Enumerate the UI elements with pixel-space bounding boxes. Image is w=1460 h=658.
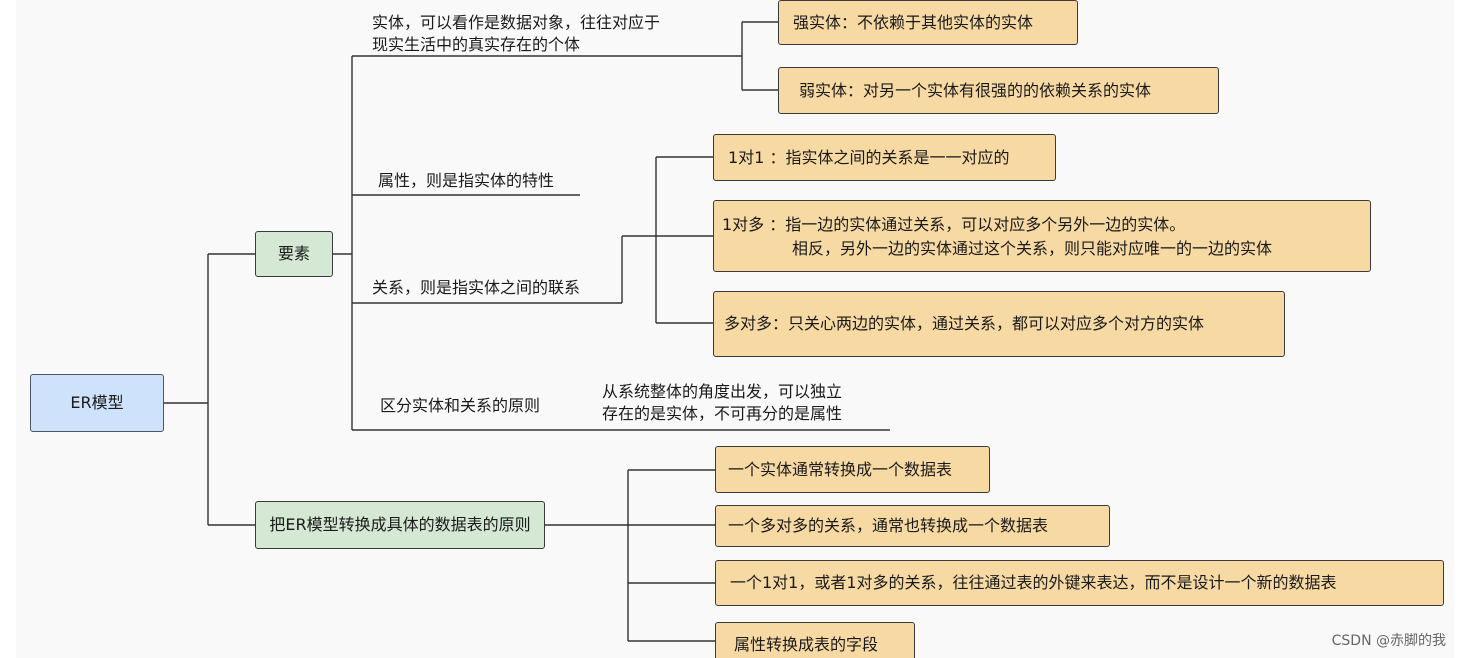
rule-1-label: 一个实体通常转换成一个数据表 [728, 459, 953, 479]
entity-text-line1: 实体，可以看作是数据对象，往往对应于 [372, 13, 661, 32]
watermark-text: CSDN @赤脚的我 [1331, 633, 1446, 649]
distinguish-detail-line2: 存在的是实体，不可再分的是属性 [602, 404, 843, 423]
branch-node-elements[interactable]: 要素 [255, 231, 333, 277]
rule-4-label: 属性转换成表的字段 [734, 635, 879, 654]
distinguish-detail-line1: 从系统整体的角度出发，可以独立 [602, 382, 843, 401]
leaf-node-rule-3[interactable]: 一个1对1，或者1对多的关系，往往通过表的外键来表达，而不是设计一个新的数据表 [715, 560, 1444, 606]
leaf-node-one-to-many[interactable]: 1对多 ：指一边的实体通过关系，可以对应多个另外一边的实体。 相反，另外一边的实… [713, 200, 1371, 272]
leaf-node-one-to-one[interactable]: 1对1 ：指实体之间的关系是一一对应的 [713, 134, 1056, 181]
distinguish-text: 区分实体和关系的原则 [380, 396, 541, 415]
branch-node-conversion[interactable]: 把ER模型转换成具体的数据表的原则 [255, 501, 545, 549]
leaf-node-weak-entity[interactable]: 弱实体：对另一个实体有很强的的依赖关系的实体 [778, 67, 1219, 114]
rule-2-label: 一个多对多的关系，通常也转换成一个数据表 [728, 516, 1049, 535]
distinguish-detail: 从系统整体的角度出发，可以独立 存在的是实体，不可再分的是属性 [602, 381, 842, 425]
strong-entity-label: 强实体：不依赖于其他实体的实体 [793, 12, 1034, 32]
entity-text: 实体，可以看作是数据对象，往往对应于 现实生活中的真实存在的个体 [372, 12, 660, 56]
leaf-node-rule-1[interactable]: 一个实体通常转换成一个数据表 [715, 446, 990, 493]
one-to-many-line2: 相反，另外一边的实体通过这个关系，则只能对应唯一的一边的实体 [792, 239, 1273, 258]
rule-3-label: 一个1对1，或者1对多的关系，往往通过表的外键来表达，而不是设计一个新的数据表 [730, 573, 1337, 592]
one-to-many-line1: 1对多 ：指一边的实体通过关系，可以对应多个另外一边的实体。 [722, 215, 1186, 234]
root-node-er-model[interactable]: ER模型 [30, 374, 164, 432]
branch-label-elements: 要素 [277, 244, 310, 263]
leaf-node-rule-4[interactable]: 属性转换成表的字段 [715, 622, 915, 658]
leaf-node-many-to-many[interactable]: 多对多：只关心两边的实体，通过关系，都可以对应多个对方的实体 [713, 291, 1285, 357]
attribute-text: 属性，则是指实体的特性 [378, 171, 555, 190]
many-to-many-label: 多对多：只关心两边的实体，通过关系，都可以对应多个对方的实体 [724, 314, 1205, 333]
leaf-node-strong-entity[interactable]: 强实体：不依赖于其他实体的实体 [778, 0, 1078, 45]
root-label: ER模型 [70, 393, 124, 412]
branch-label-conversion: 把ER模型转换成具体的数据表的原则 [269, 515, 531, 534]
leaf-node-rule-2[interactable]: 一个多对多的关系，通常也转换成一个数据表 [715, 505, 1110, 547]
relationship-text: 关系，则是指实体之间的联系 [372, 278, 581, 297]
weak-entity-label: 弱实体：对另一个实体有很强的的依赖关系的实体 [799, 80, 1152, 100]
one-to-one-label: 1对1 ：指实体之间的关系是一一对应的 [728, 147, 1010, 167]
entity-text-line2: 现实生活中的真实存在的个体 [372, 35, 581, 54]
